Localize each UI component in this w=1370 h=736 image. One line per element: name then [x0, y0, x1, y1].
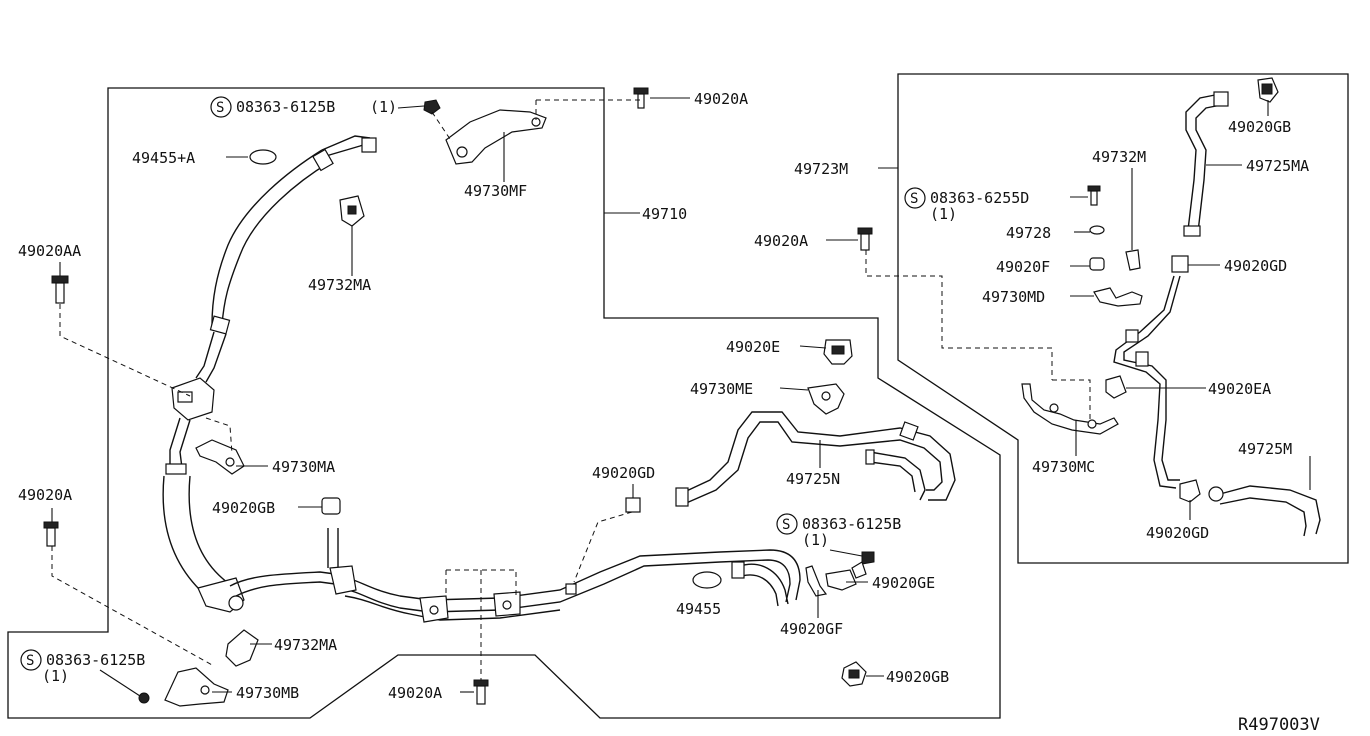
plug-49455 [692, 571, 722, 589]
callout-c35: 49730MC [1032, 458, 1095, 476]
clip-49020E [823, 339, 853, 365]
clip-49732MA-top [339, 195, 365, 227]
callout-c3: 49455+A [132, 149, 195, 167]
bracket-49730MC [1021, 383, 1119, 435]
grommet-49020GB-bottom [841, 661, 867, 687]
clip-49020GD-main [625, 497, 641, 513]
callout-c17: 49020GD [592, 464, 655, 482]
bracket-49730ME [807, 383, 845, 415]
svg-text:S: S [26, 653, 34, 669]
callout-c4: 49730MF [464, 182, 527, 200]
hose-49725MA [1183, 91, 1229, 237]
callout-c12-qty: (1) [42, 667, 69, 685]
bolt-49020AA [51, 275, 69, 304]
callout-c33: 49020GD [1224, 257, 1287, 275]
callout-c34: 49020EA [1208, 380, 1271, 398]
callout-c19: 08363-6125B [802, 515, 901, 533]
clip-49732MA-bottom [225, 629, 259, 667]
bolt-08363-top [423, 99, 441, 115]
callout-c31: 49020GB [1228, 118, 1291, 136]
callout-c23: 49020GB [886, 668, 949, 686]
callout-c10: 49020GB [212, 499, 275, 517]
s-symbol-2: S [20, 649, 42, 671]
clip-49020F [1089, 257, 1105, 271]
callout-c12: 08363-6125B [46, 651, 145, 669]
callout-c18: 49725N [786, 470, 840, 488]
clip-49020GD-upper [1171, 255, 1189, 273]
leader-lines [51, 97, 1311, 697]
callout-c6: 49732MA [308, 276, 371, 294]
bracket-49730MA [195, 439, 245, 475]
diagram-id: R497003V [1238, 715, 1320, 735]
bolt-08363-sub [1087, 185, 1101, 206]
clip-49020GF [805, 565, 828, 597]
callout-c22: 49020GF [780, 620, 843, 638]
svg-text:S: S [216, 100, 224, 116]
hose-sub-pipe [1113, 275, 1181, 489]
callout-c15: 49020E [726, 338, 780, 356]
callout-c28: 49020F [996, 258, 1050, 276]
bolt-49020A-left [43, 521, 59, 547]
callout-c1-qty: (1) [370, 98, 397, 116]
callout-c24: 49723M [794, 160, 848, 178]
callout-labels: 08363-6125B (1) 49020A 49455+A 49730MF 4… [18, 90, 1320, 735]
callout-c16: 49730ME [690, 380, 753, 398]
grommet-49020GB [321, 497, 341, 515]
pipe-main [329, 549, 801, 623]
hose-lower-left [162, 475, 339, 613]
callout-c32: 49725MA [1246, 157, 1309, 175]
callout-c13: 49730MB [236, 684, 299, 702]
block-fitting [165, 377, 215, 475]
callout-c8: 49730MA [272, 458, 335, 476]
hose-49725N [675, 411, 956, 507]
bolt-49020A-top [633, 87, 649, 109]
callout-c26-qty: (1) [930, 205, 957, 223]
clip-49020GE [825, 569, 857, 591]
bracket-49730MD [1093, 287, 1143, 307]
callout-c14: 49020A [388, 684, 442, 702]
clip-49020GD-sub [1179, 479, 1201, 503]
bracket-49730MB [138, 667, 229, 707]
bolt-49020A-sub [857, 227, 873, 251]
callout-c30: 49020A [754, 232, 808, 250]
bolt-49020A-bottom [473, 679, 489, 705]
callout-c36: 49725M [1238, 440, 1292, 458]
callout-c25: 49732M [1092, 148, 1146, 166]
plug-49455A [249, 149, 277, 165]
grommet-49728 [1089, 225, 1105, 235]
s-symbol-3: S [776, 513, 798, 535]
clip-49020EA [1105, 375, 1127, 399]
callout-c19-qty: (1) [802, 531, 829, 549]
callout-c21: 49455 [676, 600, 721, 618]
hose-upper-left [195, 135, 377, 383]
s-symbol-4: S [904, 187, 926, 209]
callout-c1: 08363-6125B [236, 98, 335, 116]
hose-49725M [1208, 485, 1321, 537]
callout-c2: 49020A [694, 90, 748, 108]
callout-c9: 49020A [18, 486, 72, 504]
callout-c27: 49728 [1006, 224, 1051, 242]
bolt-08363-right [851, 551, 875, 579]
sub-frame [897, 73, 1349, 564]
svg-text:S: S [910, 191, 918, 207]
hose-small-right [731, 561, 789, 607]
grommet-49020GB-sub [1257, 77, 1279, 103]
dashed-lines [51, 99, 1091, 680]
callout-c11: 49732MA [274, 636, 337, 654]
callout-c5: 49710 [642, 205, 687, 223]
callout-c26: 08363-6255D [930, 189, 1029, 207]
callout-c20: 49020GE [872, 574, 935, 592]
clip-49732M [1125, 249, 1141, 271]
svg-text:S: S [782, 517, 790, 533]
main-frame [7, 87, 1001, 719]
bracket-49730MF [445, 109, 547, 165]
callout-c7: 49020AA [18, 242, 81, 260]
callout-c37: 49020GD [1146, 524, 1209, 542]
s-symbol-1: S [210, 96, 232, 118]
callout-c29: 49730MD [982, 288, 1045, 306]
